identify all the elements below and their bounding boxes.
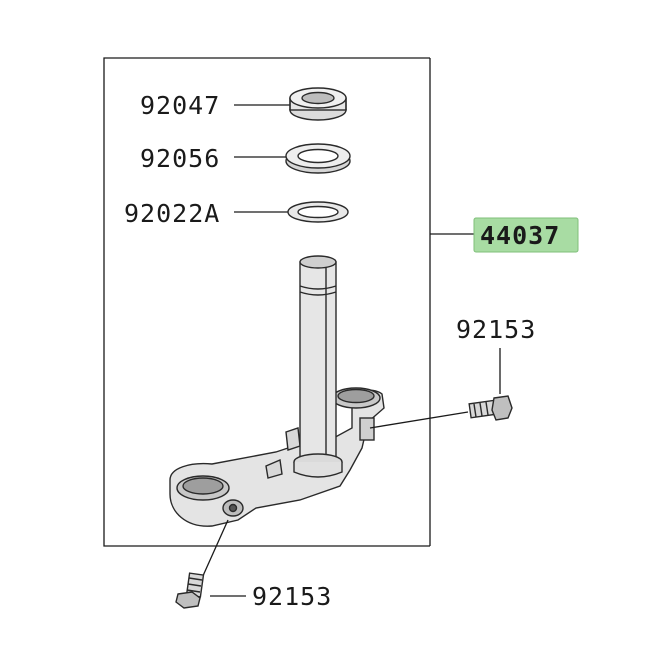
leader-92153-upper-to-part xyxy=(369,411,469,429)
seal-part xyxy=(285,143,351,174)
upper-bolt-part xyxy=(468,395,513,421)
part-number-44037[interactable]: 44037 xyxy=(480,221,560,250)
washer-part xyxy=(287,201,349,223)
part-number-92022A[interactable]: 92022A xyxy=(124,199,220,228)
part-number-92153-lower[interactable]: 92153 xyxy=(252,582,332,611)
part-number-92056[interactable]: 92056 xyxy=(140,144,220,173)
cap-nut-part xyxy=(289,87,347,121)
part-number-92153-upper[interactable]: 92153 xyxy=(456,315,536,344)
part-number-highlight xyxy=(473,217,579,253)
lower-bolt-part xyxy=(175,572,205,609)
part-number-92047[interactable]: 92047 xyxy=(140,91,220,120)
assembly-bracket xyxy=(103,57,430,547)
steering-stem-part xyxy=(169,255,385,527)
leader-92153-lower-to-part xyxy=(201,519,229,579)
